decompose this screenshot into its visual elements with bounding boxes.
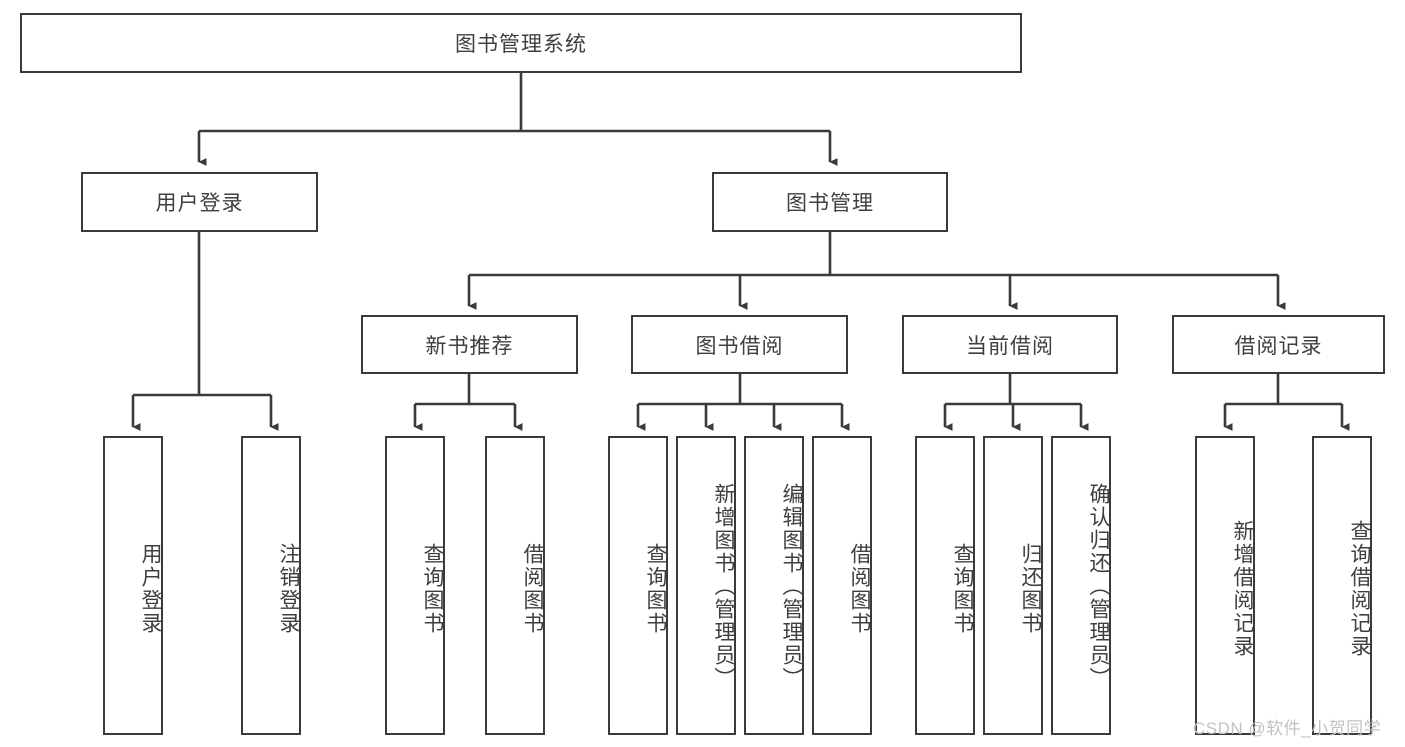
node-label: 图书借阅	[695, 334, 784, 358]
leaf-record-add-record[interactable]: 新增借阅记录	[1195, 436, 1255, 735]
node-label: 新书推荐	[425, 334, 514, 358]
csdn-watermark: CSDN @软件_小贺同学	[1193, 719, 1382, 738]
leaf-user-login-logout[interactable]: 注销登录	[241, 436, 301, 735]
node-label: 查询图书	[951, 542, 974, 635]
node-user-login[interactable]: 用户登录	[81, 172, 318, 232]
leaf-user-login-login[interactable]: 用户登录	[103, 436, 163, 735]
node-label: 借阅记录	[1234, 334, 1323, 358]
leaf-record-query-record[interactable]: 查询借阅记录	[1312, 436, 1372, 735]
node-label: 注销登录	[277, 542, 300, 635]
node-label: 编辑图书（管理员）	[780, 483, 803, 690]
node-label: 借阅图书	[848, 542, 871, 635]
node-label: 查询图书	[644, 542, 667, 635]
node-label: 归还图书	[1019, 542, 1042, 635]
node-label: 新增图书（管理员）	[712, 483, 735, 690]
node-book-borrow[interactable]: 图书借阅	[631, 315, 848, 374]
node-label: 当前借阅	[966, 334, 1054, 358]
leaf-borrow-edit-book-admin[interactable]: 编辑图书（管理员）	[744, 436, 804, 735]
node-label: 图书管理系统	[455, 33, 587, 56]
node-label: 用户登录	[155, 192, 244, 215]
node-label: 借阅图书	[521, 542, 544, 635]
leaf-borrow-add-book-admin[interactable]: 新增图书（管理员）	[676, 436, 736, 735]
node-borrow-record[interactable]: 借阅记录	[1172, 315, 1385, 374]
node-label: 图书管理	[786, 192, 874, 215]
node-label: 用户登录	[139, 542, 162, 635]
leaf-borrow-borrow-book[interactable]: 借阅图书	[812, 436, 872, 735]
node-root-system[interactable]: 图书管理系统	[20, 13, 1022, 73]
node-label: 查询图书	[421, 542, 444, 635]
node-book-management[interactable]: 图书管理	[712, 172, 948, 232]
leaf-recommend-query-book[interactable]: 查询图书	[385, 436, 445, 735]
node-label: 新增借阅记录	[1231, 519, 1254, 658]
leaf-borrow-query-book[interactable]: 查询图书	[608, 436, 668, 735]
node-label: 确认归还（管理员）	[1087, 483, 1110, 690]
node-current-borrow[interactable]: 当前借阅	[902, 315, 1118, 374]
node-new-book-recommend[interactable]: 新书推荐	[361, 315, 578, 374]
leaf-current-return-book[interactable]: 归还图书	[983, 436, 1043, 735]
leaf-current-query-book[interactable]: 查询图书	[915, 436, 975, 735]
leaf-recommend-borrow-book[interactable]: 借阅图书	[485, 436, 545, 735]
node-label: 查询借阅记录	[1348, 519, 1371, 658]
leaf-current-confirm-return-admin[interactable]: 确认归还（管理员）	[1051, 436, 1111, 735]
